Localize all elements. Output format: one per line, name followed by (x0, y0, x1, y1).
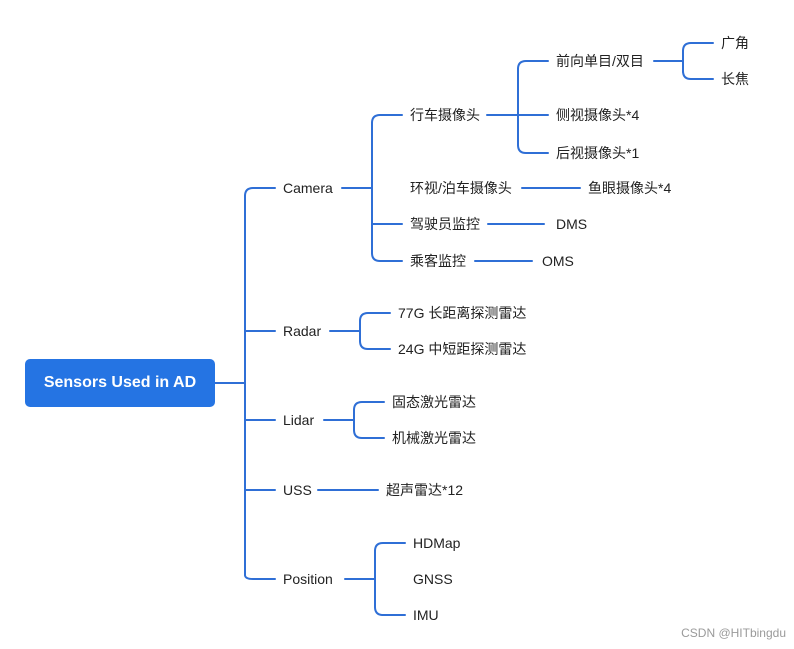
node-radar-77g[interactable]: 77G 长距离探测雷达 (398, 305, 527, 321)
node-fisheye-camera[interactable]: 鱼眼摄像头*4 (588, 180, 672, 196)
connector (244, 187, 276, 576)
connector (517, 60, 549, 146)
node-hdmap[interactable]: HDMap (413, 535, 461, 551)
connector (371, 122, 403, 262)
node-ultrasonic[interactable]: 超声雷达*12 (386, 482, 464, 498)
connector (517, 68, 549, 154)
node-lidar[interactable]: Lidar (283, 412, 315, 428)
node-wide-angle[interactable]: 广角 (721, 35, 749, 51)
node-dms[interactable]: DMS (556, 216, 588, 232)
connector (374, 550, 406, 616)
connector (353, 409, 385, 439)
connector (359, 312, 391, 342)
node-front-camera[interactable]: 前向单目/双目 (556, 53, 644, 69)
connector (682, 42, 714, 73)
node-occupant-monitor[interactable]: 乘客监控 (410, 253, 466, 269)
root-node[interactable]: Sensors Used in AD (25, 359, 215, 407)
node-radar-24g[interactable]: 24G 中短距探测雷达 (398, 341, 527, 357)
connector (371, 114, 403, 254)
node-imu[interactable]: IMU (413, 607, 439, 623)
connector (682, 50, 714, 80)
node-solid-lidar[interactable]: 固态激光雷达 (392, 394, 476, 410)
connector (353, 401, 385, 431)
node-mechanical-lidar[interactable]: 机械激光雷达 (392, 430, 476, 446)
node-telephoto[interactable]: 长焦 (721, 71, 749, 87)
connector (244, 195, 276, 580)
node-radar[interactable]: Radar (283, 323, 322, 339)
node-oms[interactable]: OMS (542, 253, 574, 269)
node-camera[interactable]: Camera (283, 180, 333, 196)
node-gnss[interactable]: GNSS (413, 571, 453, 587)
node-position[interactable]: Position (283, 571, 333, 587)
node-side-camera[interactable]: 侧视摄像头*4 (556, 107, 640, 123)
connector (374, 542, 406, 608)
watermark: CSDN @HITbingdu (681, 626, 786, 640)
node-uss[interactable]: USS (283, 482, 312, 498)
node-driver-monitor[interactable]: 驾驶员监控 (410, 216, 480, 232)
node-rear-camera[interactable]: 后视摄像头*1 (556, 145, 640, 161)
connector (359, 320, 391, 350)
node-surround-camera[interactable]: 环视/泊车摄像头 (410, 180, 512, 196)
node-driving-camera[interactable]: 行车摄像头 (410, 107, 480, 123)
